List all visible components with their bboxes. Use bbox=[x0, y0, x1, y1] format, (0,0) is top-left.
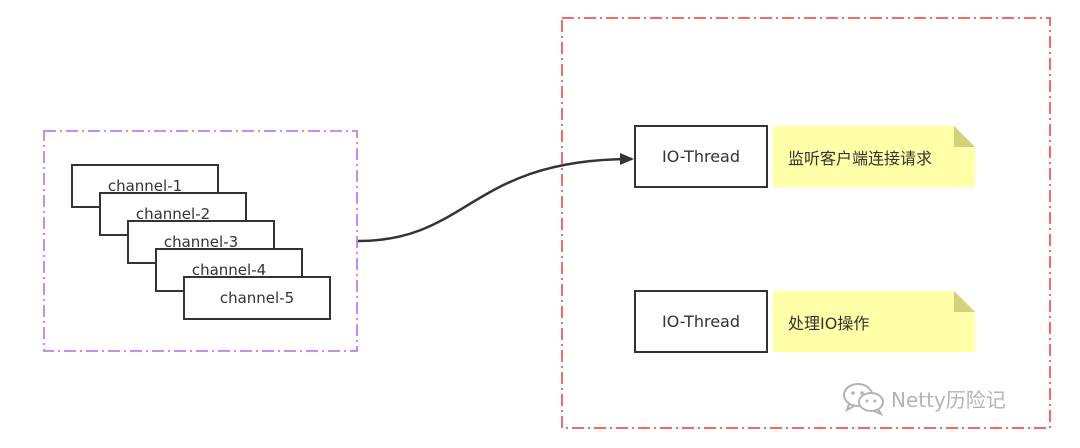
channel-box-5: channel-5 bbox=[183, 276, 331, 320]
note-shape-2 bbox=[773, 291, 975, 352]
io-thread-label-1: IO-Thread bbox=[661, 147, 740, 166]
channel-label-2: channel-2 bbox=[135, 205, 211, 223]
watermark: Netty历险记 bbox=[841, 380, 1006, 416]
channel-label-4: channel-4 bbox=[191, 261, 267, 279]
connection-arrow bbox=[357, 153, 634, 243]
channel-group-outline bbox=[43, 130, 358, 352]
io-thread-box-1: IO-Thread bbox=[634, 125, 768, 188]
note-1: 监听客户端连接请求 bbox=[773, 126, 975, 187]
io-thread-box-2: IO-Thread bbox=[634, 290, 768, 353]
watermark-text: Netty历险记 bbox=[891, 387, 1006, 412]
note-2: 处理IO操作 bbox=[773, 291, 975, 352]
io-group-outline bbox=[561, 17, 1051, 429]
note-shape-1 bbox=[773, 126, 975, 187]
wechat-icon bbox=[843, 383, 884, 416]
channel-label-5: channel-5 bbox=[219, 289, 295, 307]
channel-label-3: channel-3 bbox=[163, 233, 239, 251]
channel-label-1: channel-1 bbox=[107, 177, 183, 195]
note-text-1: 监听客户端连接请求 bbox=[788, 148, 933, 168]
io-thread-label-2: IO-Thread bbox=[661, 312, 740, 331]
note-text-2: 处理IO操作 bbox=[788, 313, 870, 333]
